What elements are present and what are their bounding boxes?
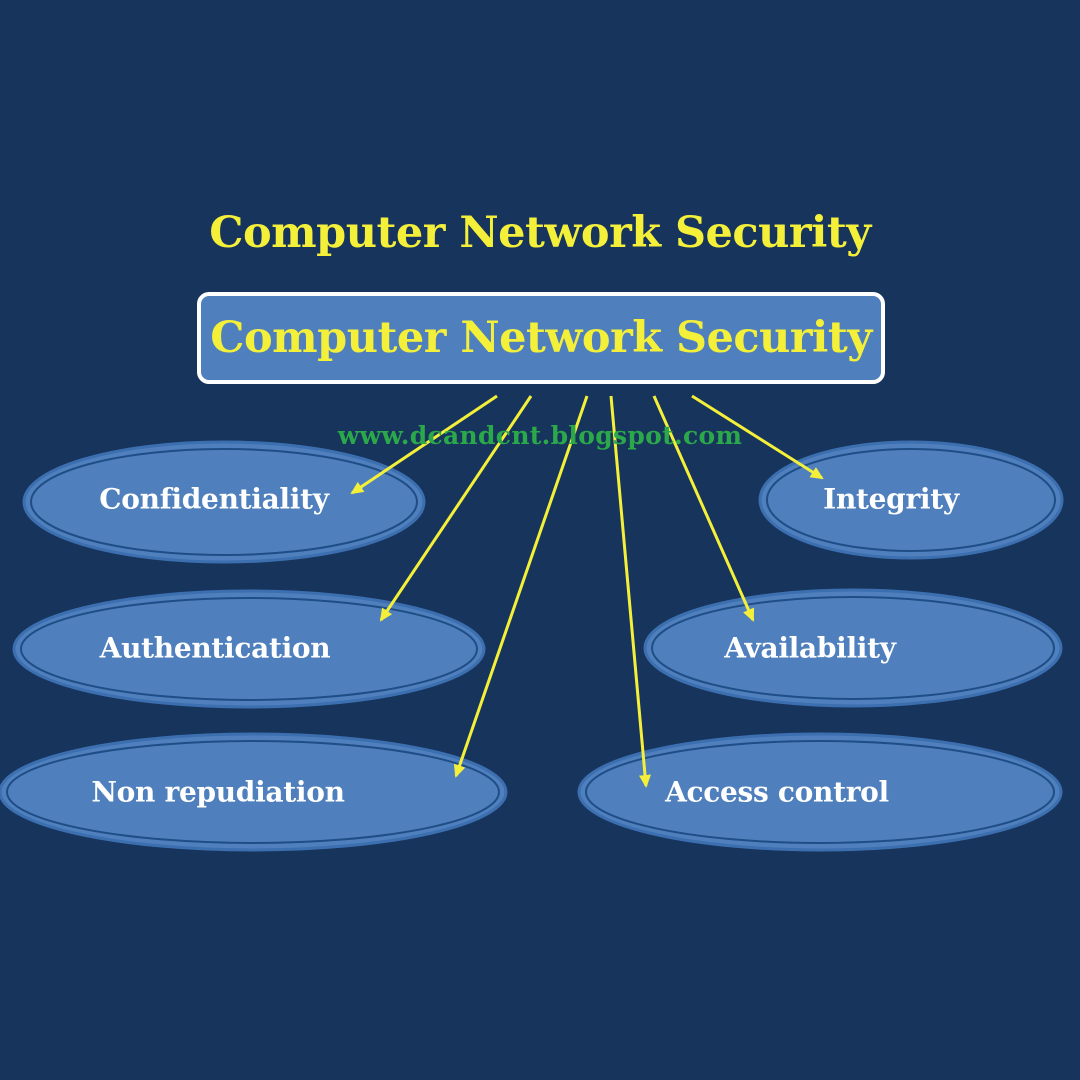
arrow-to-confidentiality: [350, 394, 498, 495]
node-non-repudiation-inner-ring: [6, 740, 500, 844]
diagram-title: Computer Network Security: [209, 208, 871, 258]
arrow-to-integrity: [691, 394, 824, 480]
root-node-label: Computer Network Security: [210, 313, 872, 363]
node-integrity-inner-ring: [766, 448, 1056, 552]
node-label-authentication: Authentication: [99, 631, 331, 665]
node-authentication: [12, 589, 486, 709]
arrow-to-availability: [652, 395, 755, 622]
node-confidentiality: [22, 440, 426, 564]
node-access-control-inner-ring: [585, 740, 1055, 844]
node-label-availability: Availability: [724, 631, 896, 665]
node-access-control: [577, 732, 1063, 852]
node-label-integrity: Integrity: [823, 482, 959, 516]
node-non-repudiation: [0, 732, 508, 852]
arrow-to-non-repudiation: [453, 395, 589, 778]
watermark-text: www.dcandcnt.blogspot.com: [337, 421, 743, 450]
node-label-confidentiality: Confidentiality: [99, 482, 329, 516]
node-integrity: [758, 440, 1064, 560]
arrow-to-access-control: [609, 395, 651, 788]
node-label-non-repudiation: Non repudiation: [91, 775, 345, 809]
node-confidentiality-inner-ring: [30, 448, 418, 556]
node-availability-inner-ring: [651, 596, 1055, 700]
node-authentication-inner-ring: [20, 597, 478, 701]
node-label-access-control: Access control: [665, 775, 889, 809]
root-node: Computer Network Security: [197, 292, 885, 384]
arrow-to-authentication: [379, 395, 533, 622]
